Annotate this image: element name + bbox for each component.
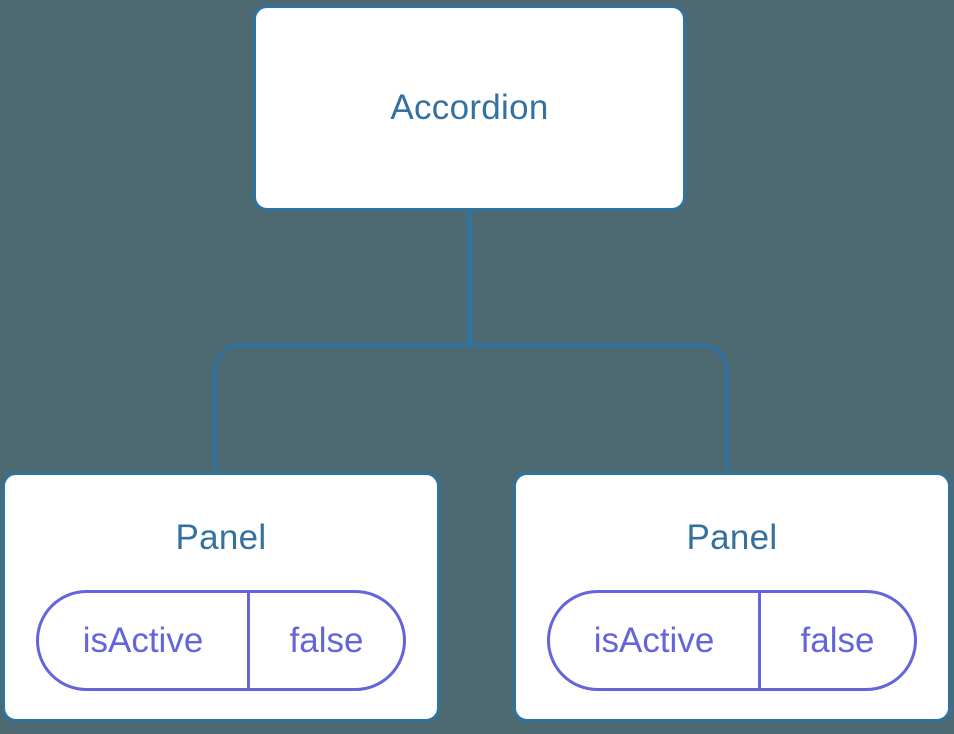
state-name: isActive	[39, 593, 250, 688]
state-pill: isActive false	[547, 590, 917, 691]
state-pill: isActive false	[36, 590, 406, 691]
state-value: false	[289, 620, 364, 660]
root-connector-line	[467, 209, 472, 347]
panel-node-label: Panel	[686, 518, 778, 557]
accordion-node-label: Accordion	[390, 88, 549, 127]
panel-node-label: Panel	[175, 518, 267, 557]
tree-node-panel-right: Panel isActive false	[513, 472, 951, 722]
state-value: false	[800, 620, 875, 660]
tree-node-panel-left: Panel isActive false	[2, 472, 440, 722]
state-name: isActive	[550, 593, 761, 688]
tree-node-accordion: Accordion	[253, 5, 686, 211]
branch-connector	[213, 343, 729, 473]
